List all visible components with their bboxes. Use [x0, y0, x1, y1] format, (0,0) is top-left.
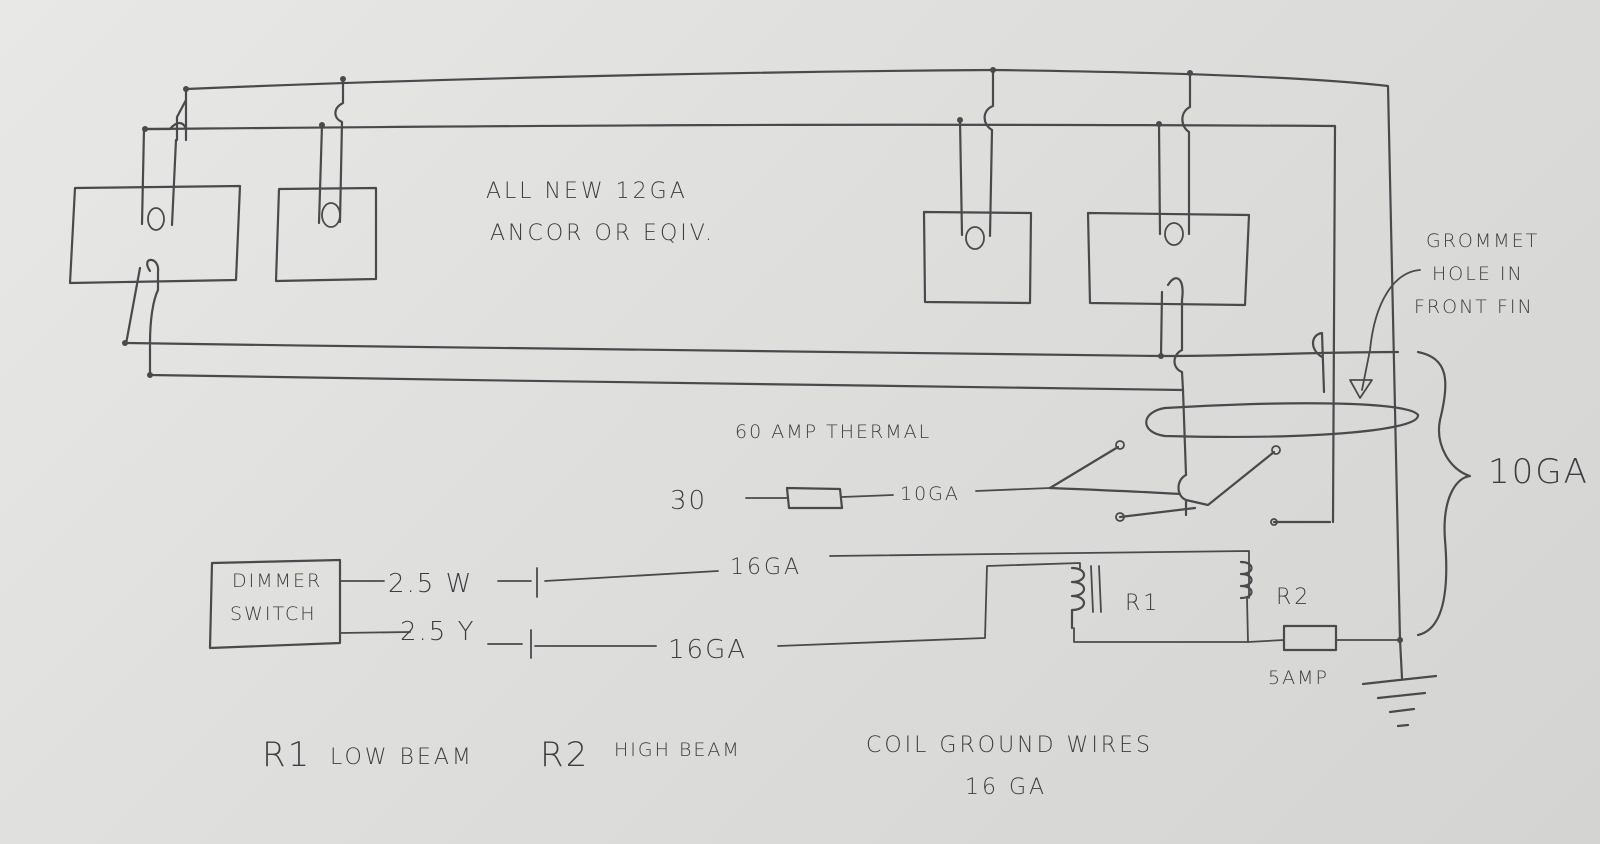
- legend-high-beam: HIGH BEAM: [614, 739, 741, 761]
- relay-r1-label: R1: [1125, 591, 1160, 616]
- feed-number-label: 30: [670, 486, 707, 516]
- headlight-housing-4: [1086, 211, 1251, 307]
- grommet-pointer: [1349, 269, 1421, 399]
- headlight-housing-2: [274, 186, 378, 283]
- headlight-3-lower-crossover: [1311, 331, 1326, 394]
- coil-ground-note-line2: 16 GA: [965, 775, 1047, 800]
- wire-spec-line2: ANCOR OR EQIV.: [490, 221, 715, 246]
- headlight-2-upper-wiring: [317, 76, 346, 228]
- high-low-switch: [1048, 440, 1332, 526]
- fuse-5amp: [1247, 624, 1403, 652]
- headlight-4-lower-wiring: [1158, 277, 1185, 392]
- fuse-label: 5AMP: [1268, 667, 1329, 689]
- dimmer-switch-box: [208, 558, 342, 650]
- grommet-note-line3: FRONT FIN: [1414, 296, 1534, 318]
- headlight-housing-3: [922, 210, 1033, 305]
- legend-low-beam: LOW BEAM: [330, 745, 474, 770]
- dimmer-label-line2: SWITCH: [230, 603, 317, 625]
- relay-r1-coil: [1070, 565, 1102, 630]
- legend-r2-symbol: R2: [540, 735, 589, 775]
- headlight-1-upper-wiring: [140, 86, 189, 231]
- high-beam-return-wire: [147, 343, 1188, 477]
- second-feed-wire: [145, 123, 1337, 524]
- headlight-housing-1: [68, 184, 242, 285]
- dimmer-label-line1: DIMMER: [232, 570, 322, 592]
- yellow-wire-label: 2.5 Y: [400, 617, 476, 647]
- breaker-label: 60 AMP THERMAL: [735, 421, 931, 443]
- yellow-wire-gauge: 16GA: [668, 635, 747, 665]
- headlight-4-upper-wiring: [1156, 70, 1193, 246]
- wire-bundle-ellipse: [1145, 402, 1420, 438]
- low-beam-return-wire: [122, 258, 1400, 358]
- wire-spec-line1: ALL NEW 12GA: [486, 179, 688, 204]
- grommet-note-line1: GROMMET: [1426, 230, 1539, 252]
- gauge-brace: [1416, 350, 1472, 637]
- grommet-note-line2: HOLE IN: [1432, 263, 1524, 285]
- white-wire-label: 2.5 W: [388, 569, 473, 599]
- relay-r2-label: R2: [1276, 585, 1311, 610]
- white-wire-run: [339, 550, 1253, 643]
- top-feed-wire: [184, 68, 1402, 642]
- ground-symbol: [1361, 638, 1438, 728]
- feed-gauge-label: 10GA: [900, 483, 960, 505]
- coil-ground-note-line1: COIL GROUND WIRES: [866, 733, 1153, 758]
- bundle-gauge-label: 10GA: [1488, 452, 1589, 492]
- feed-wire-30: [745, 486, 1051, 510]
- yellow-wire-run: [339, 562, 1081, 659]
- headlight-3-upper-wiring: [957, 67, 996, 250]
- legend-r1-symbol: R1: [262, 735, 311, 775]
- white-wire-gauge: 16GA: [730, 555, 802, 580]
